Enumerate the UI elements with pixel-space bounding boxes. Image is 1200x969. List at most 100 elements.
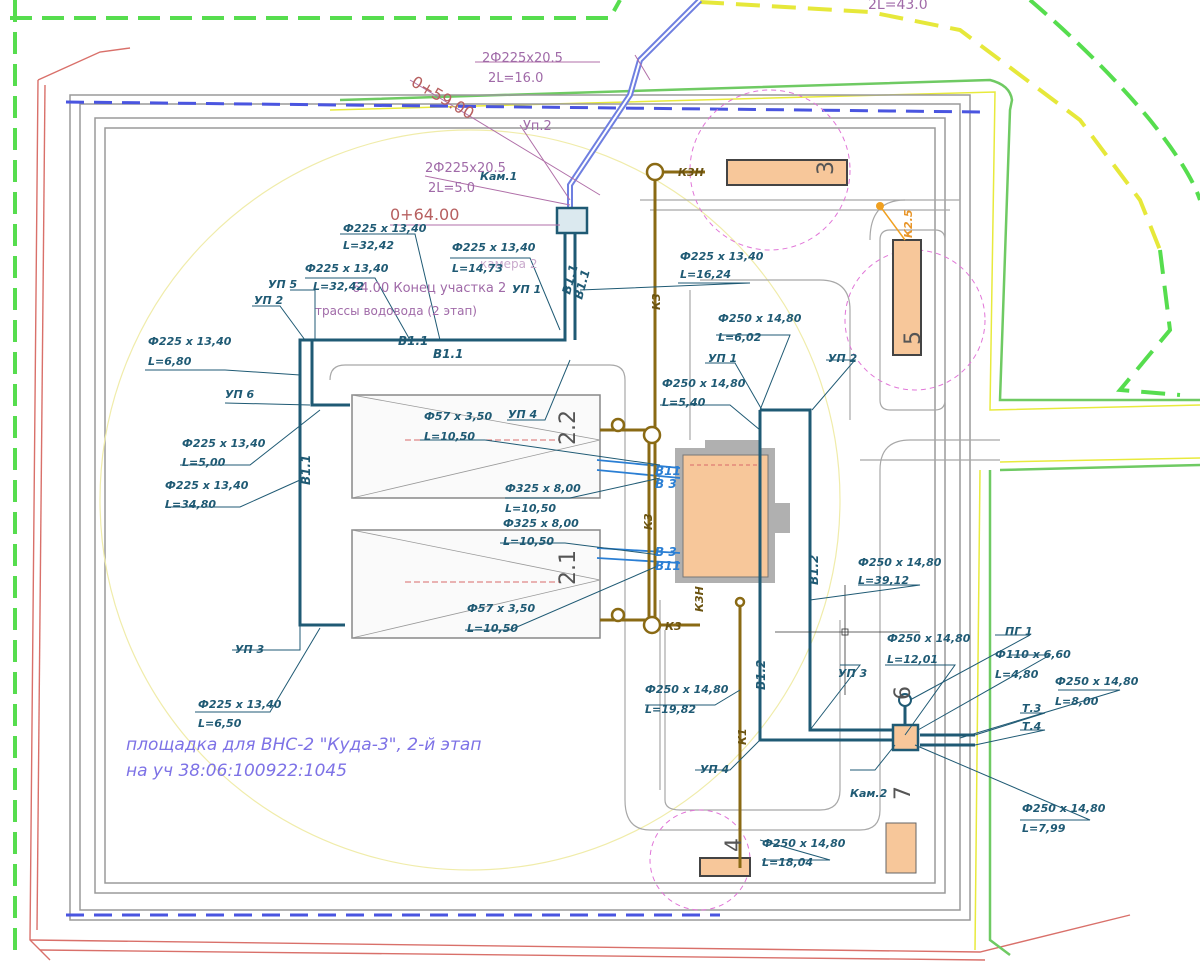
yellow-inner-road (329, 91, 1200, 951)
green-inner-boundary (339, 78, 1200, 956)
pipe-label-20: Ф250 x 14,80 (1022, 802, 1106, 815)
building-2-2 (351, 394, 601, 499)
pipe-label-11: Ф57 x 3,50 (424, 410, 492, 423)
pipe-label-12: Ф325 x 8,00 (505, 482, 581, 495)
pg1-label: ПГ 1 (1005, 625, 1033, 638)
bld-no-4: 4 (722, 838, 747, 852)
site-title-line-2: на уч 38:06:100922:1045 (126, 761, 347, 781)
yellow-road-edge (699, 0, 1162, 251)
pipe-label-19: Ф250 x 14,80 (645, 683, 729, 696)
pipe-label-13-len: L=10,50 (503, 535, 554, 548)
blue-fence-line (65, 100, 986, 917)
pipe-label-17: Ф110 x 6,60 (995, 648, 1071, 661)
pipe-label-14-len: L=10,50 (467, 622, 518, 635)
pipe-label-17-len: L=4,80 (995, 668, 1039, 681)
node-up2-right: УП 2 (828, 352, 858, 365)
pipe-header-2: 2Ф225x20.5 (425, 161, 506, 176)
pipe-label-6: Ф225 x 13,40 (182, 437, 266, 450)
pipe-label-12-len: L=10,50 (505, 502, 556, 515)
code-b11-b: В1.1 (433, 347, 463, 361)
pipe-label-14: Ф57 x 3,50 (467, 602, 535, 615)
kam2-label: Кам.2 (850, 787, 888, 800)
pipe-label-20-len: L=7,99 (1022, 822, 1066, 835)
code-k1: К1 (736, 728, 749, 745)
internal-roads (329, 199, 1000, 831)
pipe-label-1-len: L=32,42 (343, 239, 394, 252)
pipe-label-3-len: L=32,42 (313, 280, 364, 293)
building-3 (726, 159, 848, 186)
pk-064: 0+64.00 (390, 205, 459, 224)
bld-no-6: 6 (891, 686, 916, 700)
code-k3n-top: К3Н (678, 166, 704, 179)
parcel-boundary-red (29, 47, 1131, 961)
chamber-1 (555, 206, 589, 235)
code-k3-c: К3 (665, 620, 682, 633)
pipe-label-16: Ф250 x 14,80 (887, 632, 971, 645)
pipe-label-15: Ф250 x 14,80 (858, 556, 942, 569)
bld-no-5: 5 (901, 331, 926, 345)
pipe-label-18: Ф250 x 14,80 (1055, 675, 1139, 688)
site-title-line-1: площадка для ВНС-2 "Куда-3", 2-й этап (126, 735, 481, 755)
code-k3-a: К3 (650, 293, 663, 310)
green-dashed-boundary (10, 0, 1200, 960)
t4-label: Т.4 (1022, 720, 1041, 733)
pipe-label-8-len: L=6,50 (198, 717, 242, 730)
node-up1-left: УП 1 (512, 283, 541, 296)
sewer-wells (610, 162, 746, 635)
up2-top: Уп.2 (523, 119, 552, 134)
node-up3-right: УП 3 (838, 667, 868, 680)
pipe-label-4-len: L=16,24 (680, 268, 731, 281)
end-note-2: трассы водовода (2 этап) (315, 304, 477, 318)
pipe-label-15-len: L=39,12 (858, 574, 909, 587)
node-up5: УП 5 (268, 278, 298, 291)
building-4 (699, 857, 751, 877)
ghost-note: камера 2 (480, 257, 537, 271)
pipe-label-13: Ф325 x 8,00 (503, 517, 579, 530)
pipe-label-18-len: L=8,00 (1055, 695, 1099, 708)
node-up4-left: УП 4 (508, 408, 537, 421)
site-fence (69, 94, 971, 921)
node-up1-right: УП 1 (708, 352, 737, 365)
building-7 (885, 822, 917, 874)
main-water-line (567, 0, 703, 215)
green-outer-curve (1116, 249, 1181, 397)
code-b3-a: В 3 (655, 477, 677, 491)
pipe-label-19-len: L=19,82 (645, 703, 696, 716)
code-k3-b: К3 (642, 513, 655, 530)
pump-station-building (675, 440, 790, 583)
t3-label: Т.3 (1022, 702, 1042, 715)
pipe-label-1: Ф225 x 13,40 (343, 222, 427, 235)
node-up6: УП 6 (225, 388, 255, 401)
crosshair-marker (775, 585, 920, 695)
pipe-label-5: Ф225 x 13,40 (148, 335, 232, 348)
top-right-label: 2L=43.0 (868, 0, 928, 13)
pipe-label-9: Ф250 x 14,80 (718, 312, 802, 325)
bld-no-7: 7 (891, 786, 916, 800)
pipe-label-10: Ф250 x 14,80 (662, 377, 746, 390)
pipe-header-2-len: 2L=5.0 (428, 181, 475, 196)
bld-no-2-2: 2.2 (556, 410, 581, 445)
node-up4-right: УП 4 (700, 763, 729, 776)
pipe-label-7: Ф225 x 13,40 (165, 479, 249, 492)
route-annotation-lines (390, 54, 651, 226)
bld-no-2-1: 2.1 (556, 550, 581, 585)
end-note-1: 64.00 Конец участка 2 (352, 281, 506, 296)
chamber-2 (891, 723, 920, 752)
pipe-label-10-len: L=5,40 (662, 396, 706, 409)
bld-no-3: 3 (814, 161, 839, 175)
code-b3-b: В 3 (655, 545, 677, 559)
pipe-label-2-len: L=14,73 (452, 262, 503, 275)
code-k3n-b: К3Н (693, 586, 706, 612)
code-b11-a: В1.1 (398, 334, 428, 348)
code-b11-s1: В11 (655, 464, 681, 478)
node-up3-left: УП 3 (235, 643, 265, 656)
code-b12-a: В1.2 (807, 555, 821, 585)
pipe-label-5-len: L=6,80 (148, 355, 192, 368)
pipe-label-6-len: L=5,00 (182, 456, 226, 469)
pipe-label-2: Ф225 x 13,40 (452, 241, 536, 254)
node-up2-left: УП 2 (254, 294, 284, 307)
pipe-label-16-len: L=12,01 (887, 653, 938, 666)
pipe-label-21: Ф250 x 14,80 (762, 837, 846, 850)
pipe-label-11-len: L=10,50 (424, 430, 475, 443)
